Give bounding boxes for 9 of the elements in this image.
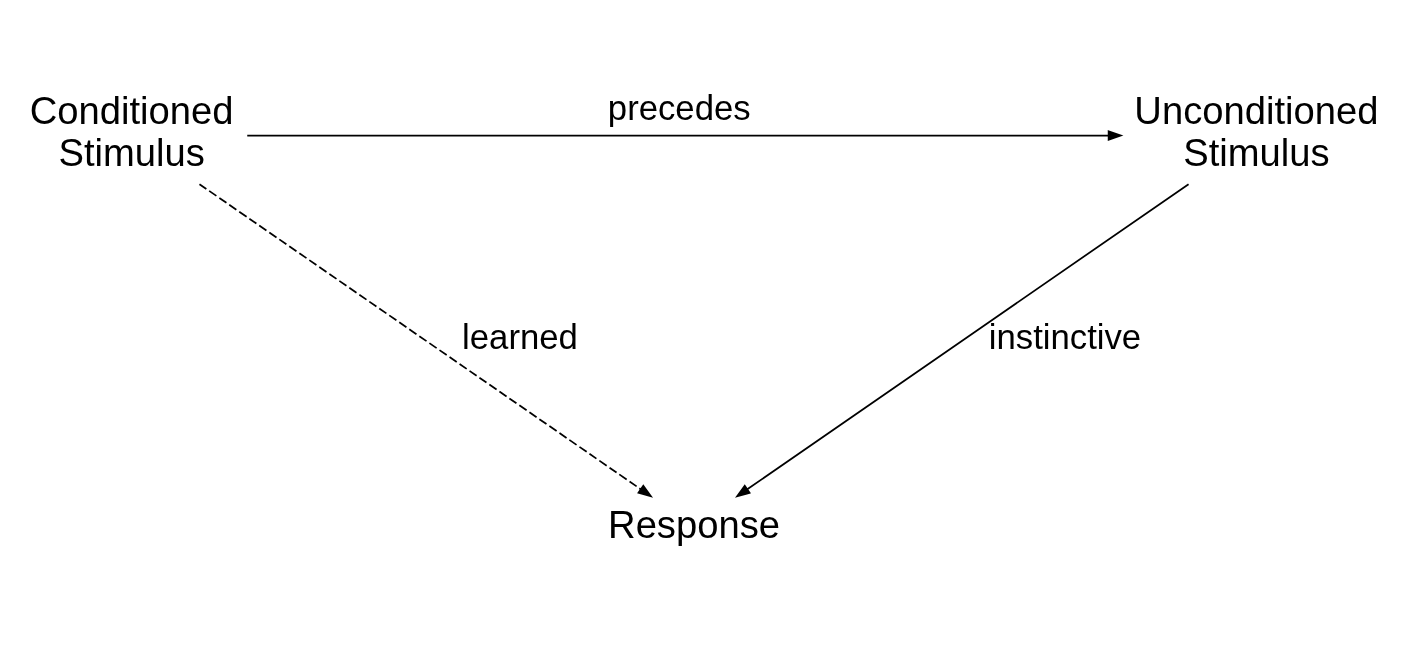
arrow [246,129,1124,141]
edge-label: precedes [607,88,751,127]
node-text: Response [608,502,780,546]
node-text: Unconditioned Stimulus [1134,88,1379,174]
edge-label: instinctive [988,317,1142,356]
arrow [198,182,654,498]
edge-label: learned [462,317,578,356]
arrow [735,182,1190,498]
node-text: Conditioned Stimulus [29,88,234,174]
